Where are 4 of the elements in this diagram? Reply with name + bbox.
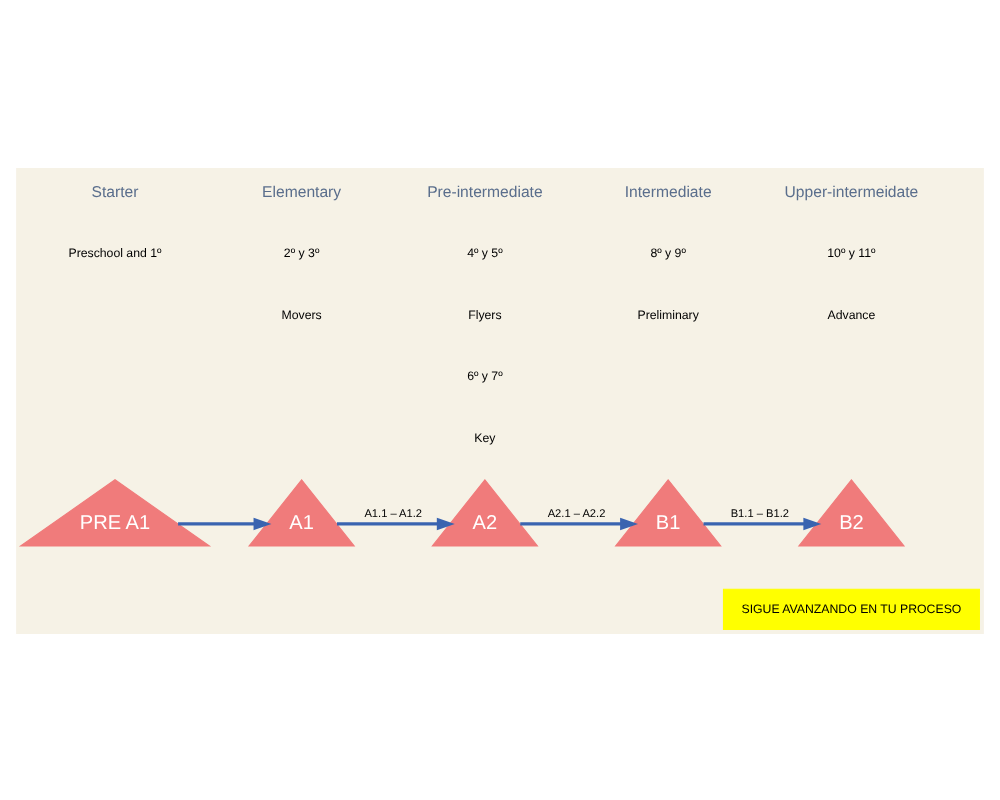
arrow — [520, 516, 638, 530]
arrow — [178, 516, 272, 530]
arrow — [337, 516, 455, 530]
arrow — [703, 516, 822, 530]
